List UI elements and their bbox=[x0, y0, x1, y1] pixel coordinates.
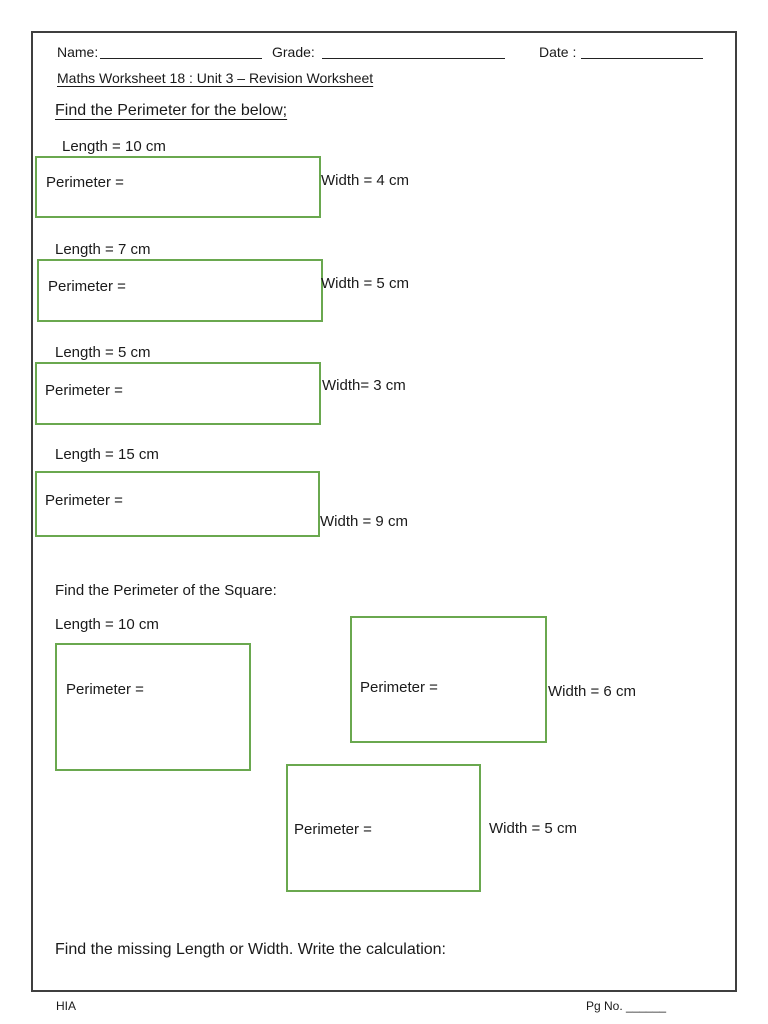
width-label: Width = 5 cm bbox=[489, 820, 577, 837]
date-blank-line bbox=[581, 58, 703, 59]
length-label: Length = 10 cm bbox=[55, 616, 159, 633]
perimeter-label: Perimeter = bbox=[46, 174, 124, 191]
date-label: Date : bbox=[539, 44, 577, 60]
perimeter-label: Perimeter = bbox=[360, 679, 438, 696]
perimeter-answer-box: Perimeter = bbox=[286, 764, 481, 892]
perimeter-label: Perimeter = bbox=[45, 492, 123, 509]
perimeter-label: Perimeter = bbox=[45, 382, 123, 399]
length-label: Length = 15 cm bbox=[55, 446, 159, 463]
width-label: Width = 4 cm bbox=[321, 172, 409, 189]
perimeter-answer-box: Perimeter = bbox=[37, 259, 323, 322]
perimeter-label: Perimeter = bbox=[294, 821, 372, 838]
perimeter-answer-box: Perimeter = bbox=[35, 471, 320, 537]
perimeter-answer-box: Perimeter = bbox=[350, 616, 547, 743]
grade-blank-line bbox=[322, 58, 505, 59]
perimeter-label: Perimeter = bbox=[48, 278, 126, 295]
name-label: Name: bbox=[57, 44, 99, 60]
width-label: Width = 9 cm bbox=[320, 513, 408, 530]
width-label: Width = 6 cm bbox=[548, 683, 636, 700]
worksheet-title: Maths Worksheet 18 : Unit 3 – Revision W… bbox=[57, 70, 374, 86]
footer-page-number: Pg No. ______ bbox=[586, 999, 667, 1013]
name-blank-line bbox=[100, 58, 262, 59]
rect-section-heading: Find the Perimeter for the below; bbox=[55, 102, 288, 119]
length-label: Length = 5 cm bbox=[55, 344, 151, 361]
perimeter-answer-box: Perimeter = bbox=[55, 643, 251, 771]
length-label: Length = 7 cm bbox=[55, 241, 151, 258]
missing-section-heading: Find the missing Length or Width. Write … bbox=[55, 941, 446, 958]
length-label: Length = 10 cm bbox=[62, 138, 166, 155]
perimeter-answer-box: Perimeter = bbox=[35, 156, 321, 218]
footer-author: HIA bbox=[56, 999, 77, 1013]
width-label: Width= 3 cm bbox=[322, 377, 406, 394]
perimeter-answer-box: Perimeter = bbox=[35, 362, 321, 425]
square-section-heading: Find the Perimeter of the Square: bbox=[55, 582, 277, 599]
width-label: Width = 5 cm bbox=[321, 275, 409, 292]
perimeter-label: Perimeter = bbox=[66, 681, 144, 698]
grade-label: Grade: bbox=[272, 44, 315, 60]
